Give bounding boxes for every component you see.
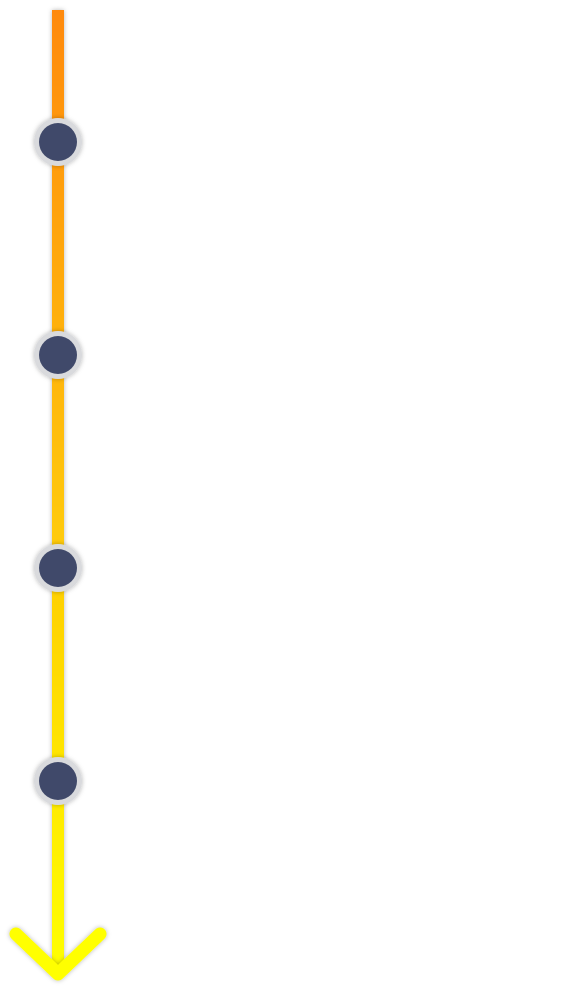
timeline-end-arrow-icon: [9, 927, 107, 981]
timeline-nodes: [34, 118, 82, 805]
timeline-line: [52, 10, 64, 968]
timeline-node-dot: [39, 762, 77, 800]
timeline-node-dot: [39, 549, 77, 587]
timeline-node-1: [34, 118, 82, 166]
timeline-node-4: [34, 757, 82, 805]
timeline-node-3: [34, 544, 82, 592]
timeline-node-dot: [39, 123, 77, 161]
timeline-node-2: [34, 331, 82, 379]
timeline-node-dot: [39, 336, 77, 374]
